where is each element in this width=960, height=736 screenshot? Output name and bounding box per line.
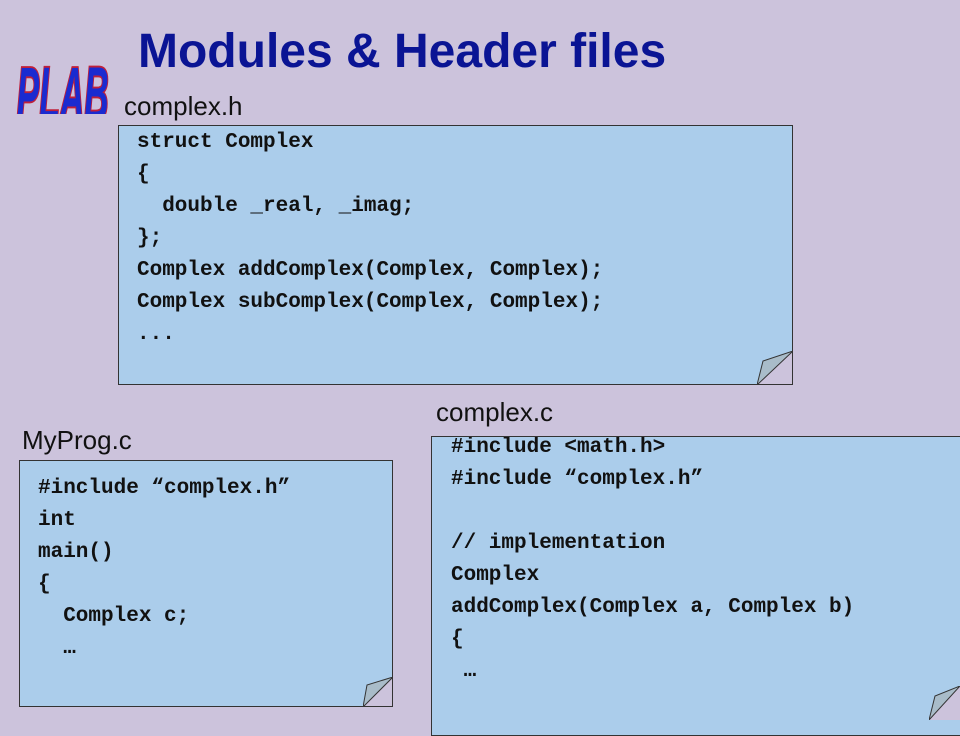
page-title: Modules & Header files	[138, 25, 667, 78]
code-line: #include “complex.h”	[38, 477, 291, 500]
logo-text: PLAB	[17, 52, 109, 114]
page-curl-icon	[929, 686, 960, 720]
code-line: // implementation	[451, 532, 666, 555]
header-file-card: struct Complex { double _real, _imag; };…	[118, 125, 793, 385]
code-line: Complex addComplex(Complex, Complex);	[137, 259, 604, 282]
myprog-card: #include “complex.h” int main() { Comple…	[19, 460, 393, 707]
code-line: {	[38, 573, 51, 596]
code-line: {	[137, 163, 150, 186]
code-line: #include <math.h>	[451, 436, 666, 459]
header-file-code: struct Complex { double _real, _imag; };…	[137, 127, 603, 351]
code-line: };	[137, 227, 163, 250]
header-file-label: complex.h	[124, 91, 243, 121]
myprog-label: MyProg.c	[22, 425, 132, 455]
code-line: {	[451, 628, 464, 651]
code-line: Complex c;	[38, 605, 190, 628]
code-line	[451, 496, 854, 528]
page-curl-icon	[757, 351, 792, 384]
code-line: main()	[38, 541, 114, 564]
code-line: addComplex(Complex a, Complex b)	[451, 596, 855, 619]
code-line: #include “complex.h”	[451, 468, 704, 491]
code-line: int	[38, 509, 76, 532]
complex-c-code: #include <math.h> #include “complex.h” /…	[451, 436, 855, 688]
code-line: double _real, _imag;	[137, 195, 415, 218]
complex-c-label: complex.c	[436, 397, 554, 427]
code-line: Complex subComplex(Complex, Complex);	[137, 291, 604, 314]
plab-logo: PLAB	[15, 51, 110, 114]
code-line: …	[38, 637, 76, 660]
code-line: ...	[137, 323, 175, 346]
page-curl-icon	[363, 677, 392, 706]
myprog-code: #include “complex.h” int main() { Comple…	[38, 473, 290, 665]
code-line: struct Complex	[137, 131, 314, 154]
code-line: …	[451, 660, 477, 683]
complex-c-card: #include <math.h> #include “complex.h” /…	[431, 436, 960, 736]
code-line: Complex	[451, 564, 540, 587]
